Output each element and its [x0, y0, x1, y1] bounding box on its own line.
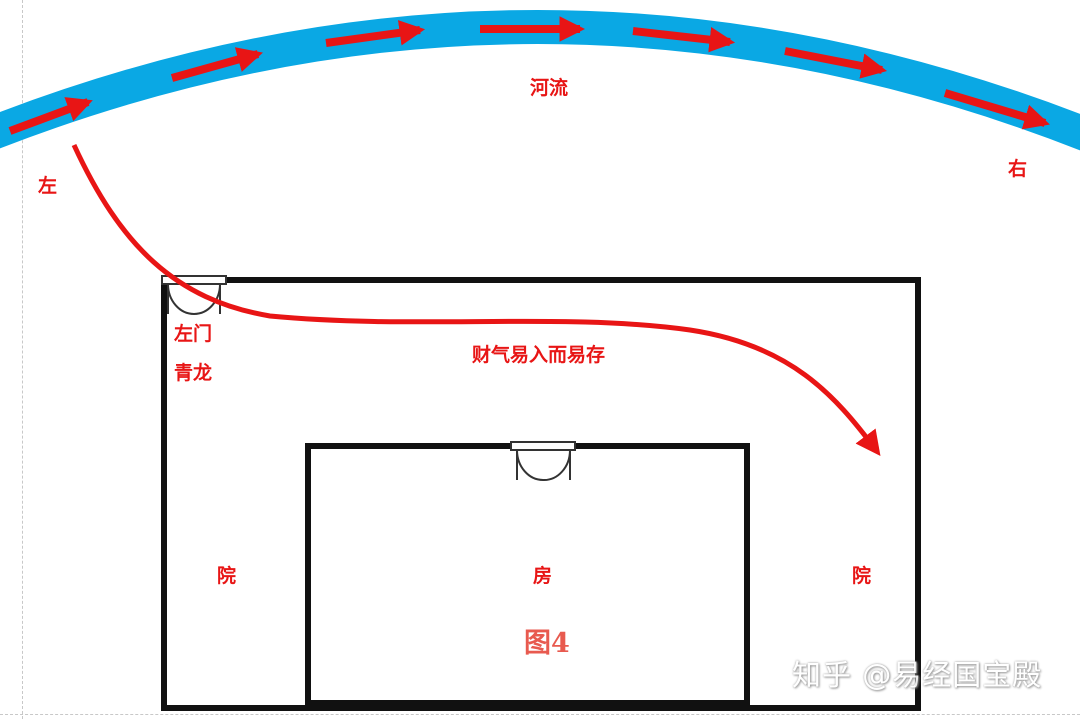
page-edge-bottom: [0, 714, 1080, 715]
yard-right-label: 院: [852, 565, 872, 587]
green-dragon-label: 青龙: [174, 362, 213, 384]
outer-wall: [161, 277, 921, 711]
wealth-flow-arrow: [71, 143, 881, 457]
page-edge-left: [22, 0, 23, 719]
house-wall: [305, 443, 750, 706]
outer-gate: [161, 275, 227, 315]
river-arrow-7: [943, 89, 1050, 130]
river-label: 河流: [530, 77, 569, 99]
river-arrow-1: [8, 97, 93, 135]
watermark-text: 知乎 @易经国宝殿: [792, 658, 1043, 692]
right-direction-label: 右: [1008, 158, 1028, 180]
left-gate-label: 左门: [174, 323, 213, 345]
yard-left-label: 院: [217, 565, 237, 587]
river-arrow-3: [325, 20, 426, 47]
house-door: [510, 441, 576, 482]
house-label: 房: [533, 565, 553, 587]
figure-caption: 图4: [524, 628, 570, 659]
river-arrow-5: [632, 26, 736, 53]
river-flow-arrows: [8, 16, 1050, 135]
river-arrow-2: [170, 47, 263, 82]
left-direction-label: 左: [38, 175, 58, 197]
wealth-flow-label: 财气易入而易存: [472, 344, 606, 366]
river-arrow-6: [784, 47, 888, 79]
